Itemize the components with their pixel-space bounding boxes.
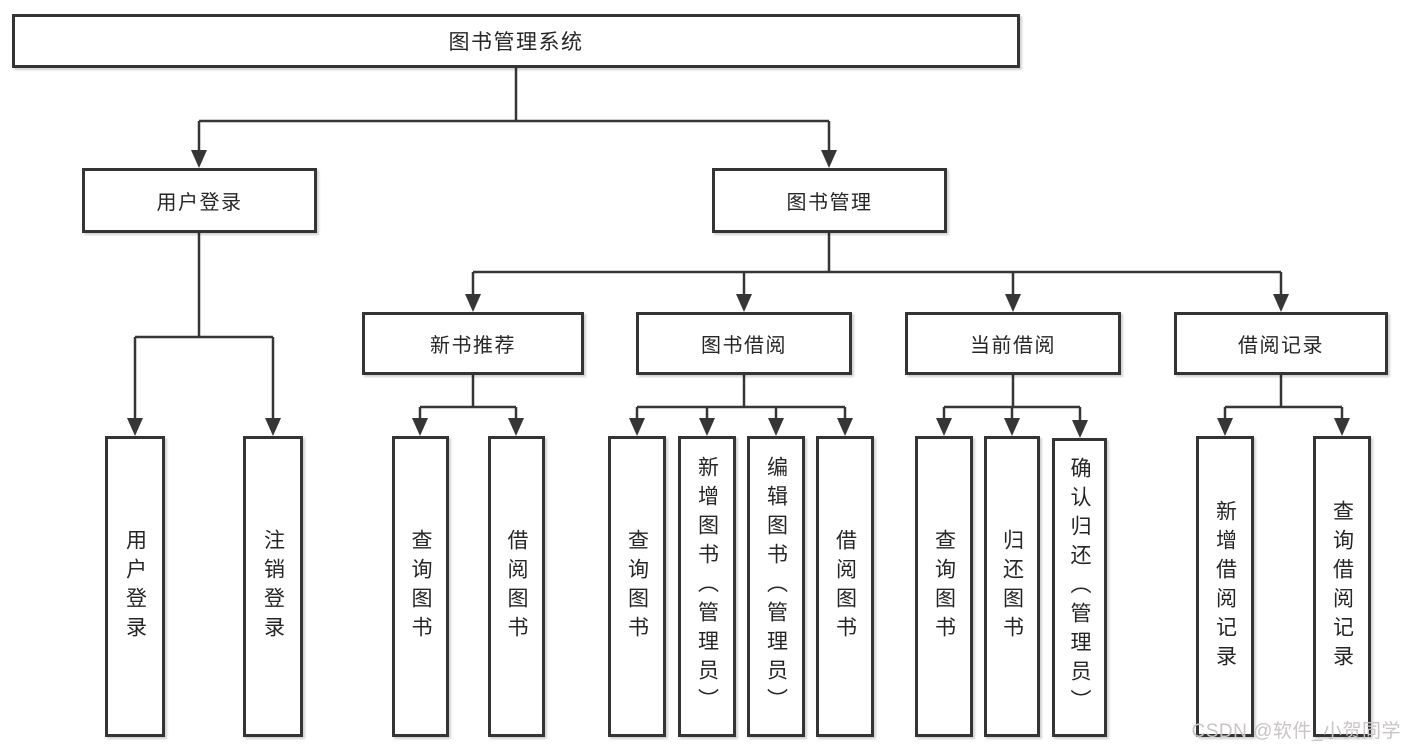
leaf-borrowing-borrow-books-label: 借阅图书 [833,528,857,645]
leaf-add-books-admin: 新增图书（管理员） [678,436,736,737]
leaf-confirm-return-admin-label: 确认归还（管理员） [1068,457,1091,718]
node-book-management: 图书管理 [712,168,947,233]
leaf-logout: 注销登录 [243,436,303,737]
leaf-add-borrow-record: 新增借阅记录 [1196,436,1254,737]
node-borrowing-records: 借阅记录 [1174,312,1388,375]
leaf-return-books-label: 归还图书 [1000,528,1024,645]
leaf-user-login: 用户登录 [105,436,165,737]
node-new-book-recommend-label: 新书推荐 [430,335,516,357]
node-book-borrowing: 图书借阅 [636,312,852,375]
leaf-newrec-query-books: 查询图书 [392,436,449,737]
leaf-add-borrow-record-label: 新增借阅记录 [1213,499,1237,674]
leaf-query-borrow-record: 查询借阅记录 [1313,436,1371,737]
leaf-newrec-borrow-books: 借阅图书 [488,436,545,737]
leaf-edit-books-admin-label: 编辑图书（管理员） [764,456,788,717]
node-current-borrowing-label: 当前借阅 [970,335,1056,357]
leaf-logout-label: 注销登录 [261,528,285,645]
node-book-borrowing-label: 图书借阅 [701,335,787,357]
node-current-borrowing: 当前借阅 [905,312,1121,375]
leaf-user-login-label: 用户登录 [123,528,147,645]
leaf-current-query-books-label: 查询图书 [932,528,956,645]
node-user-login: 用户登录 [82,168,317,233]
leaf-newrec-query-books-label: 查询图书 [409,528,432,645]
leaf-newrec-borrow-books-label: 借阅图书 [505,528,528,645]
leaf-return-books: 归还图书 [984,436,1040,737]
leaf-current-query-books: 查询图书 [915,436,973,737]
node-borrowing-records-label: 借阅记录 [1238,335,1324,357]
leaf-borrowing-query-books-label: 查询图书 [625,528,649,645]
node-user-login-label: 用户登录 [156,192,243,214]
leaf-add-books-admin-label: 新增图书（管理员） [695,456,719,717]
leaf-confirm-return-admin: 确认归还（管理员） [1052,438,1107,737]
leaf-query-borrow-record-label: 查询借阅记录 [1330,499,1354,674]
leaf-borrowing-query-books: 查询图书 [608,436,666,737]
node-new-book-recommend: 新书推荐 [362,312,584,375]
csdn-watermark: CSDN @软件_小贺同学 [1191,721,1401,742]
node-library-system-label: 图书管理系统 [448,31,584,54]
node-book-management-label: 图书管理 [786,192,873,214]
node-library-system: 图书管理系统 [12,14,1020,68]
leaf-edit-books-admin: 编辑图书（管理员） [747,436,805,737]
leaf-borrowing-borrow-books: 借阅图书 [816,436,874,737]
